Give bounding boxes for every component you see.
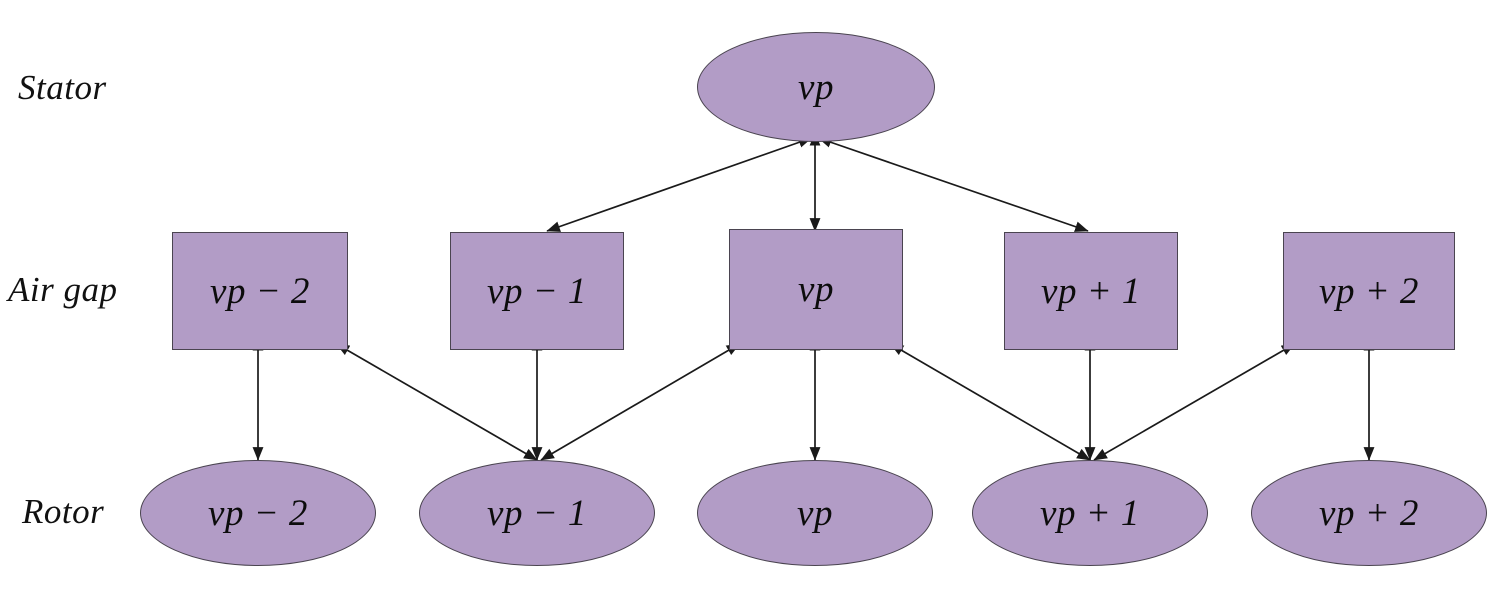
stator-node-vp-label: vp: [798, 66, 834, 108]
edge-stator-vp-to-airgap-vp-plus-1: [817, 137, 1089, 232]
rotor-node-vp-minus-1[interactable]: vp − 1: [419, 460, 655, 566]
edge-airgap-vp-minus-2-to-rotor-vp-minus-1: [335, 343, 538, 461]
airgap-node-vp-plus-1-label: vp + 1: [1041, 270, 1141, 312]
rotor-node-vp-minus-2-label: vp − 2: [208, 492, 308, 534]
rotor-node-vp-plus-1-label: vp + 1: [1040, 492, 1140, 534]
rotor-node-vp-minus-1-label: vp − 1: [487, 492, 587, 534]
airgap-node-vp-plus-1[interactable]: vp + 1: [1004, 232, 1178, 350]
airgap-node-vp[interactable]: vp: [729, 229, 903, 350]
rotor-node-vp-plus-2-label: vp + 2: [1319, 492, 1419, 534]
airgap-node-vp-minus-1-label: vp − 1: [487, 270, 587, 312]
airgap-node-vp-minus-2-label: vp − 2: [210, 270, 310, 312]
edge-airgap-vp-to-rotor-vp-minus-1: [540, 343, 741, 461]
rotor-node-vp-plus-1[interactable]: vp + 1: [972, 460, 1208, 566]
airgap-node-vp-label: vp: [798, 269, 834, 310]
rotor-node-vp[interactable]: vp: [697, 460, 933, 566]
row-label-rotor: Rotor: [22, 492, 105, 531]
edge-airgap-vp-plus-2-to-rotor-vp-plus-1: [1093, 343, 1296, 461]
stator-node-vp[interactable]: vp: [697, 32, 935, 142]
airgap-node-vp-minus-1[interactable]: vp − 1: [450, 232, 624, 350]
edge-stator-vp-to-airgap-vp-minus-1: [546, 137, 813, 232]
airgap-node-vp-plus-2[interactable]: vp + 2: [1283, 232, 1455, 350]
rotor-node-vp-plus-2[interactable]: vp + 2: [1251, 460, 1487, 566]
airgap-node-vp-plus-2-label: vp + 2: [1319, 270, 1419, 312]
row-label-stator: Stator: [18, 68, 107, 107]
edge-airgap-vp-to-rotor-vp-plus-1: [889, 343, 1091, 461]
airgap-node-vp-minus-2[interactable]: vp − 2: [172, 232, 348, 350]
row-label-air-gap: Air gap: [8, 270, 118, 309]
rotor-node-vp-minus-2[interactable]: vp − 2: [140, 460, 376, 566]
rotor-node-vp-label: vp: [797, 492, 833, 534]
